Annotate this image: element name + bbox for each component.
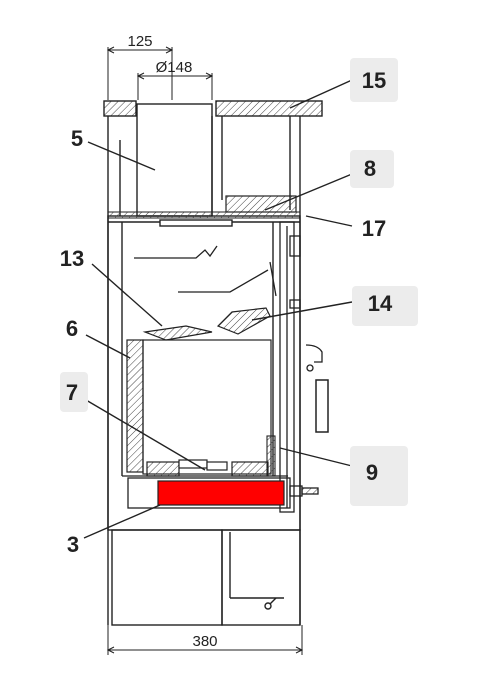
- dimension-label-top-width: 125: [127, 33, 152, 50]
- part-8-plate: [225, 195, 297, 213]
- part-13-deflector: [142, 325, 213, 341]
- dimension-top-width: [106, 46, 174, 100]
- firebox-chamber: [142, 339, 272, 475]
- label-part-13: 13: [60, 246, 84, 271]
- part-14-deflector: [216, 307, 271, 335]
- label-part-6: 6: [66, 316, 78, 341]
- leader-lines: [83, 79, 353, 539]
- label-boxes: [60, 58, 418, 506]
- part-7-grate: [146, 459, 269, 477]
- stove-body: [103, 100, 323, 626]
- dimension-label-total-width: 380: [192, 633, 217, 650]
- part-6-side-brick: [126, 339, 144, 473]
- label-part-7: 7: [66, 380, 78, 405]
- dimension-flue-diameter: [136, 72, 214, 100]
- dimension-total-width: [106, 625, 304, 655]
- internal-baffles: [134, 245, 277, 297]
- label-part-15: 15: [362, 68, 386, 93]
- label-part-5: 5: [71, 126, 83, 151]
- label-part-3: 3: [67, 532, 79, 557]
- label-part-8: 8: [364, 156, 376, 181]
- part-3-ash-pan: [157, 480, 285, 506]
- ash-pan-housing: [122, 475, 291, 509]
- door-assembly: [279, 221, 329, 513]
- label-part-9: 9: [366, 460, 378, 485]
- label-part-14: 14: [368, 291, 393, 316]
- part-17-seal: [107, 211, 301, 219]
- label-part-17: 17: [362, 216, 386, 241]
- dimension-label-flue-diameter: Ø148: [156, 59, 193, 76]
